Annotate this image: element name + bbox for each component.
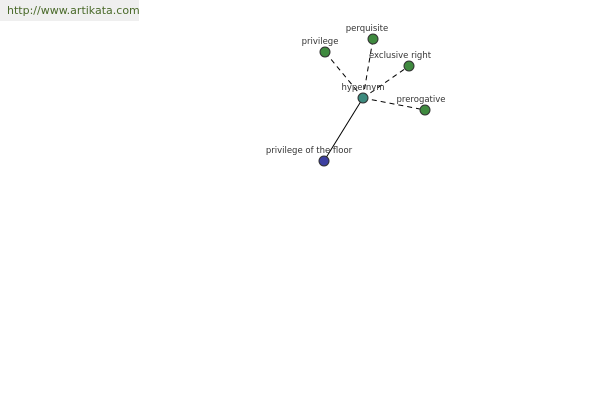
node-hypernym[interactable] <box>357 92 369 104</box>
edge-privilege-of-the-floor <box>323 97 364 162</box>
edge-prerogative <box>362 97 426 111</box>
node-perquisite[interactable] <box>367 33 379 45</box>
label-privilege: privilege <box>302 37 339 47</box>
node-exclusive-right[interactable] <box>403 60 415 72</box>
label-exclusive-right: exclusive right <box>369 51 432 61</box>
watermark-url[interactable]: http://www.artikata.com <box>7 4 140 17</box>
node-privilege-of-the-floor[interactable] <box>318 155 330 167</box>
node-privilege[interactable] <box>319 46 331 58</box>
label-perquisite: perquisite <box>346 24 388 34</box>
edge-privilege <box>324 51 364 99</box>
watermark-banner: http://www.artikata.com <box>0 0 140 21</box>
node-prerogative[interactable] <box>419 104 431 116</box>
label-prerogative: prerogative <box>397 95 446 105</box>
edge-perquisite <box>362 38 374 99</box>
edge-exclusive-right <box>362 65 410 99</box>
label-hypernym: hypernym <box>341 83 384 93</box>
label-privilege-of-the-floor: privilege of the floor <box>266 146 353 156</box>
